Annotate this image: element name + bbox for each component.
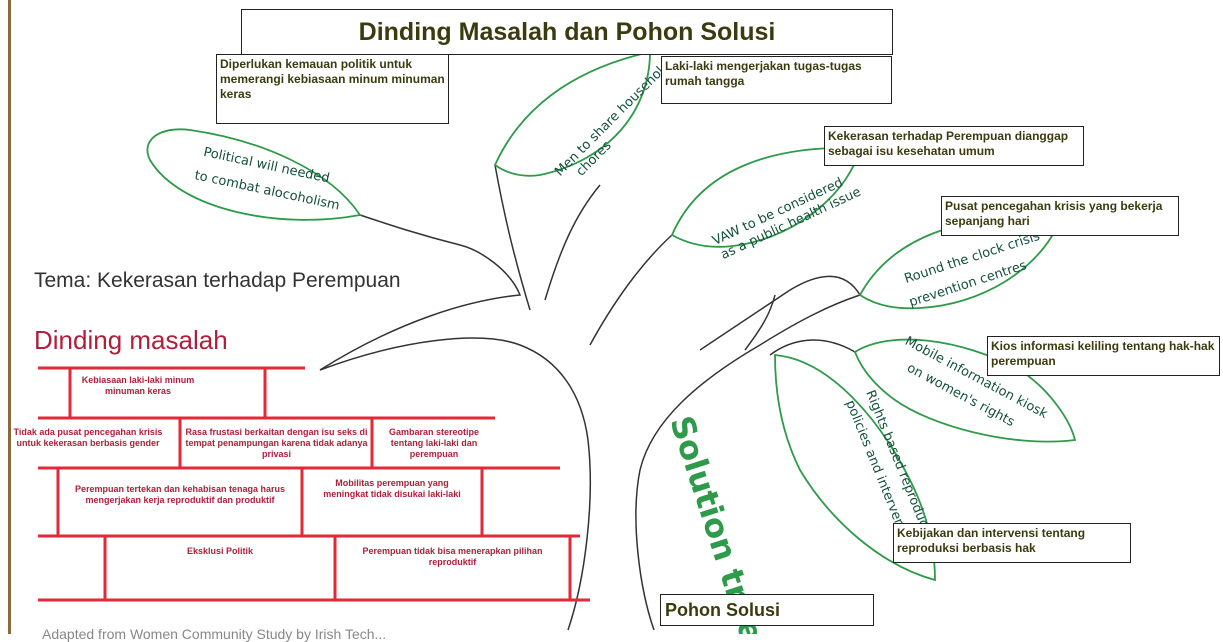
leaf-round [858,217,1062,310]
diagram-title: Dinding Masalah dan Pohon Solusi [241,9,893,55]
leaf-text-men-1: Men to share household [552,58,673,179]
brick-5: Perempuan tertekan dan kehabisan tenaga … [74,484,286,505]
leaf-men [493,50,651,177]
caption-mobile: Kios informasi keliling tentang hak-hak … [987,336,1220,376]
footer-fragment: Adapted from Women Community Study by Ir… [42,626,387,642]
caption-rights: Kebijakan dan intervensi tentang reprodu… [893,523,1131,563]
problem-wall [38,366,590,602]
brick-1: Kebiasaan laki-laki minum minuman keras [81,375,195,396]
caption-political: Diperlukan kemauan politik untuk memeran… [216,54,449,124]
brick-8: Perempuan tidak bisa menerapkan pilihan … [362,546,543,567]
brick-3: Rasa frustasi berkaitan dengan isu seks … [185,427,368,459]
wall-title: Dinding masalah [34,325,228,355]
bottom-label: Pohon Solusi [660,594,874,626]
leaf-vaw [670,146,862,248]
brick-6: Mobilitas perempuan yang meningkat tidak… [323,478,461,499]
caption-men: Laki-laki mengerjakan tugas-tugas rumah … [661,56,892,104]
theme-label: Tema: Kekerasan terhadap Perempuan [34,269,401,292]
caption-vaw: Kekerasan terhadap Perempuan dianggap se… [824,126,1084,166]
left-border-rule [8,0,11,634]
brick-4: Gambaran stereotipe tentang laki-laki da… [388,427,480,459]
brick-7: Eksklusi Politik [186,546,254,556]
tree-trunk [319,164,861,631]
leaf-mobile [853,338,1077,443]
caption-round: Pusat pencegahan krisis yang bekerja sep… [941,196,1179,236]
leaf-political [146,128,362,221]
brick-2: Tidak ada pusat pencegahan krisis untuk … [13,427,163,448]
leaf-rights [774,354,936,582]
